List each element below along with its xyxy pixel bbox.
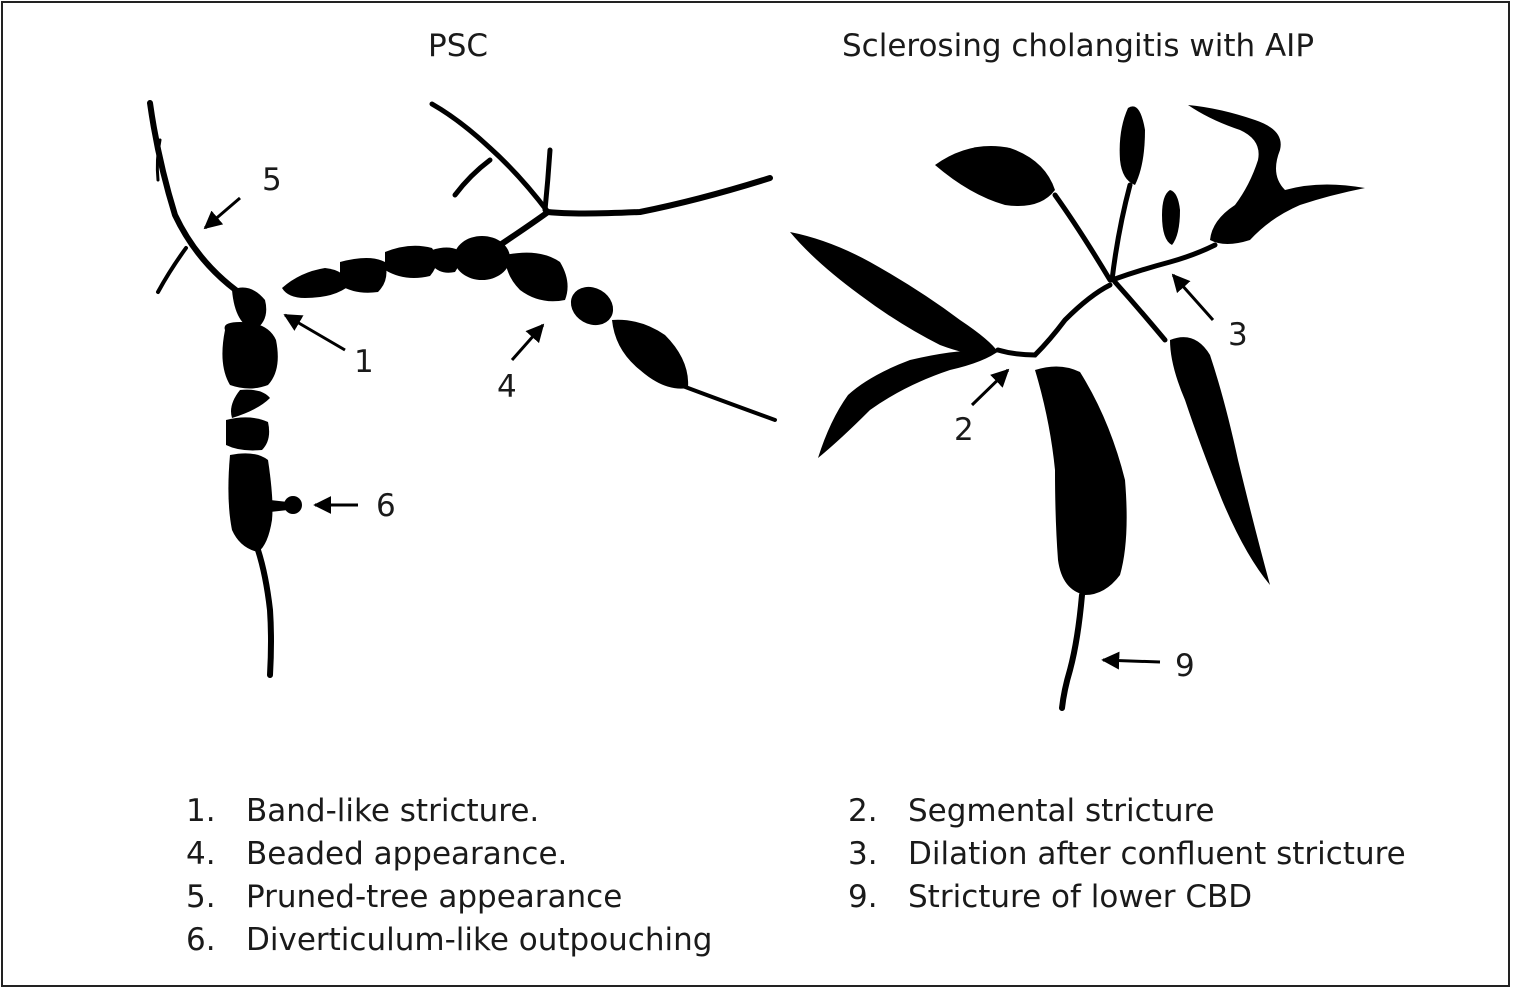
psc-pruned-twig [156,246,188,294]
psc-left-duct-bead-2 [340,258,387,293]
callout-4: 4 [497,369,517,405]
legend-item: 9. Stricture of lower CBD [848,876,1406,919]
psc-cbd-segment-4 [228,453,273,552]
psc-right-arm-tail [678,383,777,422]
psc-legend: 1. Band-like stricture. 4. Beaded appearan… [186,790,712,962]
psc-panel-title: PSC [428,28,489,64]
psc-right-arm-bead-3 [612,319,689,389]
psc-cbd-segment-3 [226,417,270,451]
psc-upper-twig-2 [542,147,553,213]
aip-distal-cbd [1059,592,1085,711]
psc-right-arm-bead-2 [570,286,614,326]
aip-small-duct [1162,190,1180,245]
callout-9: 9 [1175,648,1195,684]
arrow-2 [970,368,1010,407]
legend-text: Beaded appearance. [246,836,568,872]
aip-legend: 2. Segmental stricture 3. Dilation after c… [848,790,1406,919]
legend-item: 4. Beaded appearance. [186,833,712,876]
aip-panel-title: Sclerosing cholangitis with AIP [842,28,1315,64]
aip-upper-stem [1052,192,1113,283]
aip-left-duct-upper [790,232,998,355]
callout-3: 3 [1228,317,1248,353]
aip-left-duct-lower [818,349,1000,458]
aip-right-lower-duct [1170,337,1270,585]
legend-item: 6. Diverticulum-like outpouching [186,919,712,962]
legend-item: 2. Segmental stricture [848,790,1406,833]
psc-duct-tree [147,100,777,678]
psc-left-duct-bead-5 [454,236,510,280]
legend-text: Band-like stricture. [246,793,540,829]
legend-number: 2. [848,793,878,829]
legend-item: 5. Pruned-tree appearance [186,876,712,919]
legend-number: 3. [848,836,878,872]
aip-upper-mid-duct [1119,106,1145,185]
legend-number: 4. [186,836,216,872]
aip-right-stem [1109,242,1218,283]
arrow-9 [1101,651,1161,670]
arrow-4 [510,323,545,361]
arrow-5 [203,196,241,230]
callout-1: 1 [354,344,374,380]
psc-pruned-twig-2 [155,138,162,182]
aip-right-upper-duct [1188,105,1365,244]
psc-right-arm-bead-1 [505,252,568,302]
psc-hilum [232,287,267,330]
psc-distal-cbd [255,547,274,678]
aip-upper-left-duct [935,146,1055,206]
arrow-3 [1171,273,1215,321]
aip-upper-mid-stem [1109,182,1133,283]
aip-callout-arrows [970,273,1215,670]
legend-item: 1. Band-like stricture. [186,790,712,833]
legend-number: 1. [186,793,216,829]
psc-left-duct-bead-3 [385,245,437,278]
psc-left-duct-bead-1 [282,268,350,298]
psc-upper-branch-2 [429,101,551,215]
psc-pruned-branch [147,100,253,303]
legend-text: Segmental stricture [908,793,1215,829]
aip-cbd [1035,366,1127,595]
legend-text: Stricture of lower CBD [908,879,1253,915]
psc-left-duct-bead-4 [432,247,460,273]
legend-number: 6. [186,922,216,958]
callout-5: 5 [262,162,282,198]
psc-cbd-segment-1 [222,322,278,389]
callout-2: 2 [954,412,974,448]
legend-number: 9. [848,879,878,915]
legend-text: Pruned-tree appearance [246,879,623,915]
legend-text: Diverticulum-like outpouching [246,922,713,958]
psc-upper-twig [452,157,493,198]
callout-6: 6 [376,488,396,524]
legend-number: 5. [186,879,216,915]
psc-diverticulum-neck [270,500,288,512]
psc-upper-branch [497,175,773,248]
legend-text: Dilation after confluent stricture [908,836,1406,872]
aip-right-lower-stem [1112,279,1168,343]
aip-confluence [995,282,1113,358]
psc-callout-arrows [203,196,545,514]
aip-duct-tree [790,105,1365,711]
legend-item: 3. Dilation after confluent stricture [848,833,1406,876]
psc-diverticulum [284,496,302,514]
arrow-1 [283,313,346,352]
psc-cbd-segment-2 [231,389,270,418]
